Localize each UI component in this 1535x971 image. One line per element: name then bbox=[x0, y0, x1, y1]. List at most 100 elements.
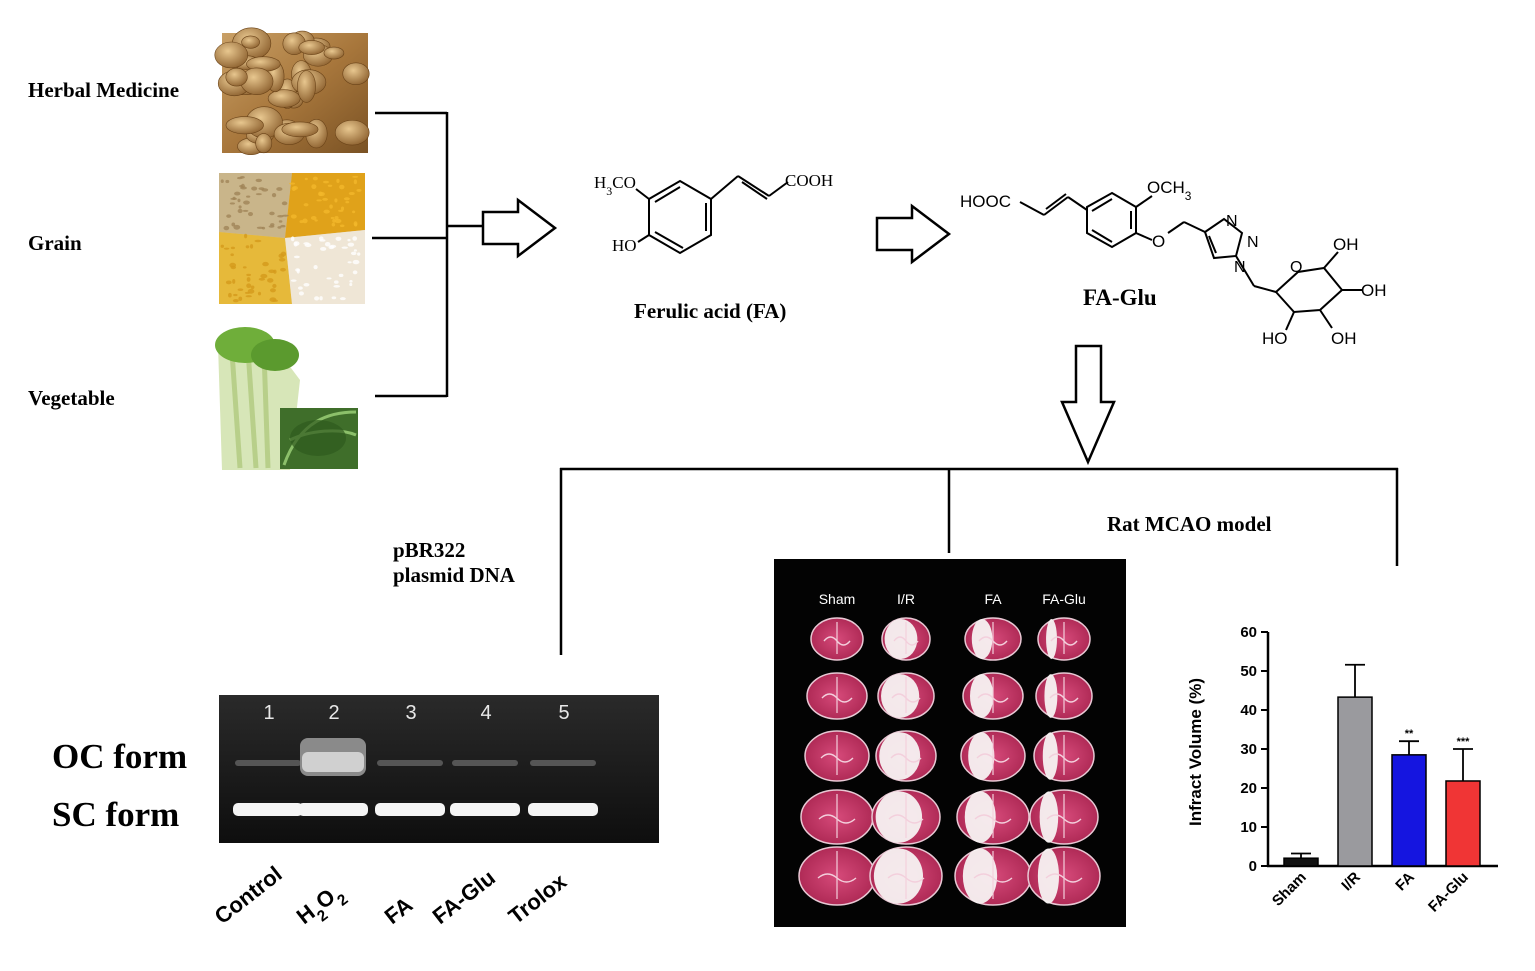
gel-lane-label: FA-Glu bbox=[428, 865, 500, 929]
source-label-vegetable: Vegetable bbox=[28, 386, 115, 410]
chart-y-tick-label: 10 bbox=[1240, 819, 1257, 836]
chart-y-tick-label: 50 bbox=[1240, 663, 1257, 680]
faglu-n2: N bbox=[1247, 234, 1259, 251]
brain-slice bbox=[804, 730, 870, 782]
brain-slice bbox=[1027, 846, 1101, 906]
chart-x-tick-label: FA bbox=[1392, 869, 1418, 895]
brain-slice bbox=[960, 730, 1026, 782]
faglu-oh3: HO bbox=[1262, 329, 1288, 348]
gel-oc-band bbox=[377, 760, 443, 766]
faglu-oh4: OH bbox=[1331, 329, 1357, 348]
faglu-caption: FA-Glu bbox=[1083, 285, 1157, 310]
vegetable-image bbox=[215, 327, 358, 470]
gel-oc-band bbox=[452, 760, 518, 766]
gel-oc-band bbox=[235, 760, 301, 766]
brain-slice bbox=[954, 846, 1032, 906]
arrow-right-icon bbox=[481, 197, 558, 259]
brain-slice bbox=[881, 617, 931, 661]
plasmid-label-line1: pBR322 bbox=[393, 538, 465, 562]
brain-group-header: FA bbox=[984, 591, 1002, 607]
chart-y-tick-label: 60 bbox=[1240, 624, 1257, 641]
faglu-oh1: OH bbox=[1333, 235, 1359, 254]
brain-slice bbox=[869, 846, 943, 906]
chart-x-tick-label: Sham bbox=[1269, 869, 1310, 910]
chart-y-tick-label: 30 bbox=[1240, 741, 1257, 758]
gel-lane-number: 5 bbox=[558, 702, 569, 724]
sources-bracket bbox=[372, 111, 483, 398]
fa-methoxy-label: H3CO bbox=[594, 173, 636, 198]
faglu-ring-o: O bbox=[1290, 259, 1302, 276]
brain-slice bbox=[1037, 617, 1091, 661]
brain-slice bbox=[956, 789, 1030, 845]
brain-slice bbox=[806, 672, 868, 720]
brain-group-header: Sham bbox=[819, 591, 856, 607]
brain-slice bbox=[1033, 730, 1095, 782]
chart-x-tick-label: I/R bbox=[1338, 869, 1364, 895]
faglu-ether-o: O bbox=[1152, 232, 1165, 251]
gel-lane-number: 3 bbox=[405, 702, 416, 724]
chart-y-tick-label: 20 bbox=[1240, 780, 1257, 797]
chart-bar-i-r bbox=[1337, 696, 1373, 867]
arrow-right-icon bbox=[875, 203, 952, 265]
chart-bar-fa bbox=[1391, 754, 1427, 867]
gel-lane-number: 2 bbox=[328, 702, 339, 724]
fa-hydroxy-label: HO bbox=[612, 236, 637, 255]
brain-slice bbox=[810, 617, 864, 661]
gel-sc-band bbox=[528, 803, 598, 816]
gel-sc-band bbox=[233, 803, 303, 816]
faglu-methoxy-label: OCH3 bbox=[1147, 178, 1192, 203]
chart-y-tick-label: 0 bbox=[1249, 858, 1257, 875]
gel-image: 1 2 3 4 5 bbox=[219, 695, 659, 843]
source-label-grain: Grain bbox=[28, 231, 82, 255]
brain-slice bbox=[877, 672, 935, 720]
arrow-down-icon bbox=[1060, 344, 1116, 466]
brain-slice bbox=[1029, 789, 1099, 845]
chart-x-tick-label: FA-Glu bbox=[1425, 869, 1472, 916]
gel-oc-band-core bbox=[302, 752, 364, 772]
herbal-medicine-image bbox=[214, 27, 370, 156]
fa-caption: Ferulic acid (FA) bbox=[634, 299, 786, 323]
gel-sc-band bbox=[450, 803, 520, 816]
gel-lane-label: H2O2 bbox=[292, 878, 352, 934]
assay-bracket bbox=[559, 467, 1399, 655]
brain-slice bbox=[875, 730, 937, 782]
mcao-label: Rat MCAO model bbox=[1107, 512, 1272, 536]
brain-group-header: FA-Glu bbox=[1042, 591, 1086, 607]
ferulic-acid-structure bbox=[635, 175, 789, 255]
brain-group-header: I/R bbox=[897, 591, 915, 607]
gel-lane-label: Trolox bbox=[504, 868, 572, 929]
brain-slices-image: Sham I/R FA FA-Glu bbox=[774, 559, 1126, 927]
faglu-oh2: OH bbox=[1361, 281, 1387, 300]
chart-ylabel: Infract Volume (%) bbox=[1186, 678, 1205, 826]
chart-y-tick-label: 40 bbox=[1240, 702, 1257, 719]
source-label-herbal: Herbal Medicine bbox=[28, 78, 179, 102]
gel-lane-label: Control bbox=[210, 861, 287, 929]
chart-bar-sham bbox=[1283, 857, 1319, 867]
faglu-n1: N bbox=[1226, 213, 1238, 230]
faglu-n3: N bbox=[1234, 259, 1246, 276]
gel-lane-label: FA bbox=[380, 892, 418, 929]
brain-slice bbox=[800, 789, 874, 845]
gel-sc-band bbox=[298, 803, 368, 816]
fa-acid-label: COOH bbox=[785, 171, 833, 190]
brain-slice bbox=[962, 672, 1024, 720]
gel-lane-number: 1 bbox=[263, 702, 274, 724]
gel-sc-band bbox=[375, 803, 445, 816]
gel-sc-form-label: SC form bbox=[52, 795, 179, 834]
fa-glu-structure bbox=[1019, 191, 1362, 331]
chart-bar-fa-glu bbox=[1445, 780, 1481, 867]
brain-slice bbox=[964, 617, 1022, 661]
gel-oc-band bbox=[530, 760, 596, 766]
chart-significance: *** bbox=[1457, 736, 1471, 748]
faglu-acid-label: HOOC bbox=[960, 192, 1011, 211]
gel-lane-number: 4 bbox=[480, 702, 491, 724]
brain-slice bbox=[1035, 672, 1093, 720]
grain-image bbox=[219, 173, 365, 304]
brain-slice bbox=[871, 789, 941, 845]
brain-slice bbox=[798, 846, 876, 906]
plasmid-label-line2: plasmid DNA bbox=[393, 563, 516, 587]
chart-significance: ** bbox=[1405, 728, 1414, 740]
gel-oc-form-label: OC form bbox=[52, 737, 187, 776]
